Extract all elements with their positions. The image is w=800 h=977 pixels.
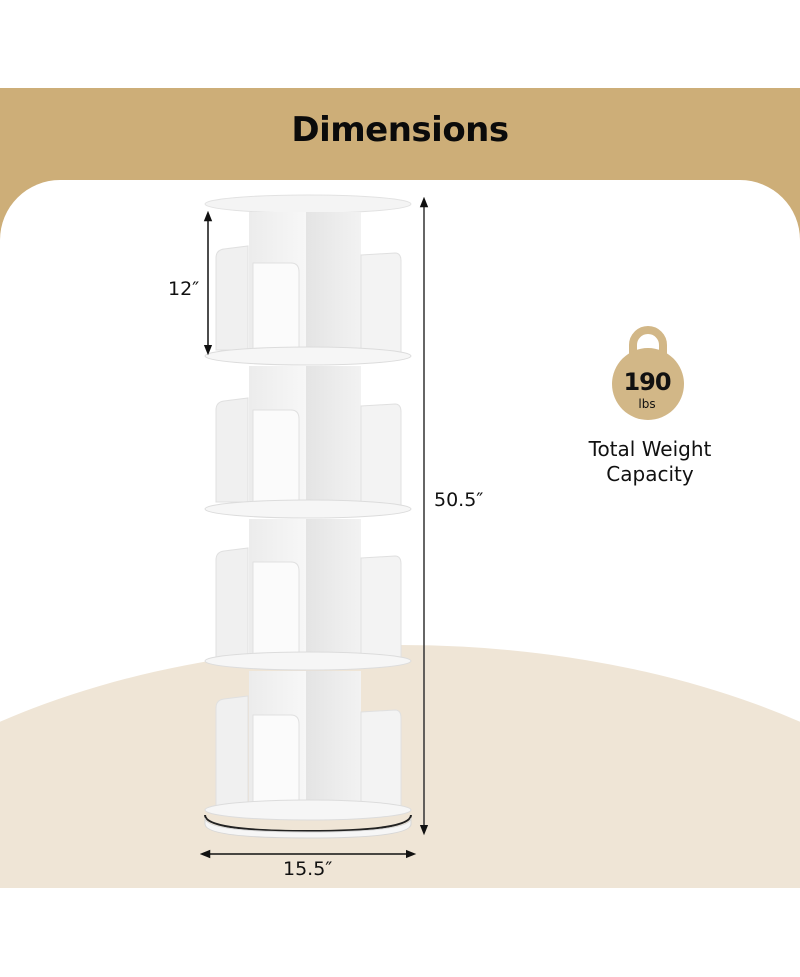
tier-height-label: 12″: [168, 278, 200, 300]
weight-caption-line1: Total Weight: [588, 437, 712, 461]
tier-4: [204, 671, 412, 821]
weight-caption-line2: Capacity: [606, 462, 694, 486]
tier-3: [204, 519, 412, 671]
tier-1: [204, 212, 412, 366]
kettlebell-weight-icon: [612, 326, 684, 420]
bottom-margin: [0, 888, 800, 977]
weight-value: 190: [623, 368, 671, 396]
weight-unit: lbs: [638, 397, 656, 411]
tier-2: [204, 366, 412, 519]
diameter-label: 15.5″: [283, 858, 333, 880]
page-title: Dimensions: [291, 110, 509, 150]
total-height-label: 50.5″: [434, 489, 484, 511]
rotating-base: [204, 814, 412, 839]
weight-caption: Total Weight Capacity: [560, 437, 740, 487]
